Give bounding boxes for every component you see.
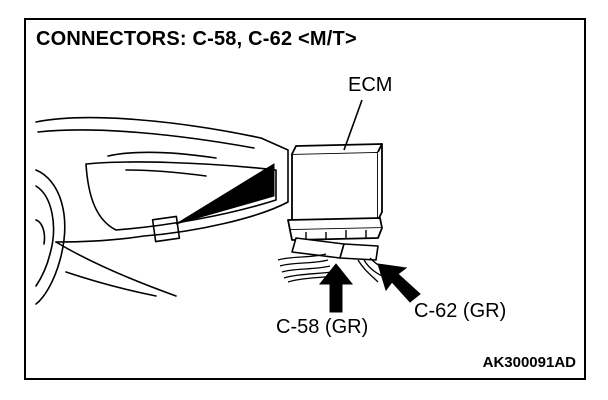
c62-connector-body <box>339 243 379 261</box>
dash-fold <box>125 169 207 177</box>
dashboard-upper-edge <box>37 129 255 149</box>
steering-wheel-inner <box>35 185 55 287</box>
harness-wire-4 <box>283 271 333 279</box>
diagram-frame: CONNECTORS: C-58, C-62 <M/T> <box>24 18 586 380</box>
c62-label: C-62 (GR) <box>414 300 507 322</box>
harness-wire-6 <box>357 259 379 283</box>
steering-wheel-outer <box>35 169 66 305</box>
steering-column <box>35 219 46 245</box>
dashboard-outline <box>35 116 289 243</box>
ecm-label: ECM <box>348 74 393 96</box>
lower-dash <box>55 241 177 297</box>
lower-dash-2 <box>65 271 157 297</box>
figure-code: AK300091AD <box>482 354 576 371</box>
vent-line <box>107 151 217 159</box>
ecm-leader-line <box>343 99 363 151</box>
c58-arrow <box>318 263 354 313</box>
c62-arrow <box>377 263 421 303</box>
diagram-title: CONNECTORS: C-58, C-62 <M/T> <box>36 28 357 50</box>
dashboard-ecm-illustration <box>35 99 421 313</box>
glovebox-panel <box>85 161 277 231</box>
harness-wire-3 <box>281 265 331 273</box>
harness-wire-2 <box>279 259 329 267</box>
location-pointer-wedge <box>175 163 275 225</box>
harness-wire-1 <box>277 253 327 261</box>
ecm-unit <box>287 143 383 241</box>
ecm-location-box <box>151 215 181 243</box>
c58-label: C-58 (GR) <box>276 316 369 338</box>
